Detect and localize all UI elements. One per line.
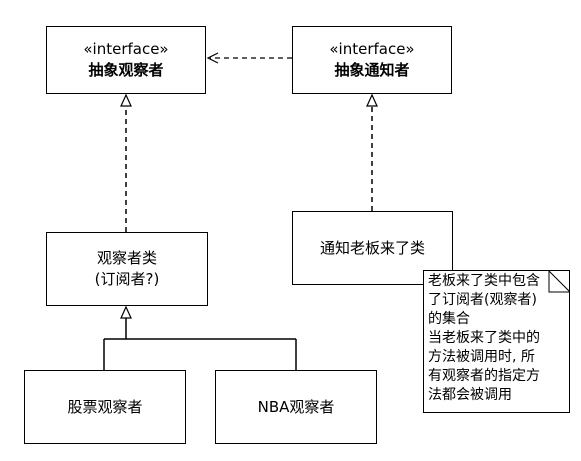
nba-observer-box[interactable]: NBA观察者 <box>215 370 377 444</box>
abstract-notifier-stereotype: «interface» <box>329 40 415 58</box>
boss-notifier-box[interactable]: 通知老板来了类 <box>292 211 453 285</box>
realization-arrowhead-observer <box>120 93 132 107</box>
stock-observer-box[interactable]: 股票观察者 <box>24 370 186 444</box>
note-fold-icon <box>548 271 569 293</box>
dependency-arrowhead <box>206 52 219 64</box>
note-line-6: 有观察者的指定方 <box>428 368 540 384</box>
note-box[interactable]: 老板来了类中包含 了订阅者(观察者) 的集合 当老板来了类中的 方法被调用时, … <box>423 270 570 413</box>
abstract-notifier-box[interactable]: «interface» 抽象通知者 <box>292 26 452 94</box>
note-line-3: 的集合 <box>428 311 470 327</box>
stock-observer-name: 股票观察者 <box>67 397 143 416</box>
abstract-observer-box[interactable]: «interface» 抽象观察者 <box>46 26 206 94</box>
abstract-notifier-name: 抽象通知者 <box>334 61 410 79</box>
note-line-5: 方法被调用时, 所 <box>428 349 535 365</box>
observer-class-box[interactable]: 观察者类 (订阅者?) <box>46 232 208 306</box>
note-line-1: 老板来了类中包含 <box>428 273 540 289</box>
boss-notifier-name: 通知老板来了类 <box>319 238 425 257</box>
note-line-2: 了订阅者(观察者) <box>428 292 537 308</box>
note-line-7: 法都会被调用 <box>428 387 512 403</box>
observer-class-name: 观察者类 <box>96 249 157 267</box>
note-line-4: 当老板来了类中的 <box>428 330 540 346</box>
abstract-observer-name: 抽象观察者 <box>88 61 164 79</box>
nba-observer-name: NBA观察者 <box>257 397 335 416</box>
abstract-observer-stereotype: «interface» <box>83 40 169 58</box>
observer-class-subtitle: (订阅者?) <box>94 270 160 288</box>
inheritance-arrowhead <box>120 305 132 319</box>
realization-arrowhead-notifier <box>366 93 378 107</box>
